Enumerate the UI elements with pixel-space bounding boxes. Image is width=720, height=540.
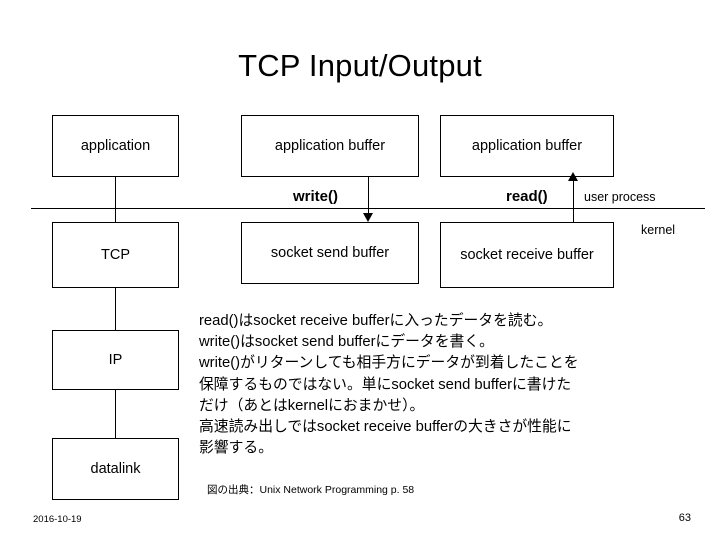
connector-tcp-ip xyxy=(115,288,116,330)
box-ip-label: IP xyxy=(108,351,123,368)
box-application-buffer-send-label: application buffer xyxy=(274,137,386,154)
read-call-label: read() xyxy=(504,188,550,206)
read-arrow-shaft xyxy=(573,180,574,222)
connector-ip-datalink xyxy=(115,390,116,438)
arrow-up-icon xyxy=(568,172,578,181)
page-title: TCP Input/Output xyxy=(238,48,482,83)
box-socket-receive-buffer: socket receive buffer xyxy=(440,222,614,288)
box-tcp: TCP xyxy=(52,222,179,288)
footer-page-number: 63 xyxy=(678,512,691,524)
box-ip: IP xyxy=(52,330,179,390)
box-application-label: application xyxy=(80,137,151,154)
user-process-label: user process xyxy=(584,190,656,204)
footer-date: 2016-10-19 xyxy=(33,514,82,525)
write-call-label: write() xyxy=(291,188,340,206)
box-datalink-label: datalink xyxy=(90,460,141,477)
box-datalink: datalink xyxy=(52,438,179,500)
connector-application-tcp xyxy=(115,177,116,222)
arrow-down-icon xyxy=(363,213,373,222)
box-application-buffer-receive: application buffer xyxy=(440,115,614,177)
box-application: application xyxy=(52,115,179,177)
box-tcp-label: TCP xyxy=(101,246,130,263)
write-arrow-shaft xyxy=(368,177,369,215)
box-socket-send-buffer: socket send buffer xyxy=(241,222,419,284)
kernel-label: kernel xyxy=(641,223,676,237)
box-application-buffer-send: application buffer xyxy=(241,115,419,177)
box-socket-send-buffer-label: socket send buffer xyxy=(270,244,390,261)
box-socket-receive-buffer-label: socket receive buffer xyxy=(460,246,594,263)
explanatory-notes: read()はsocket receive bufferに入ったデータを読む。 … xyxy=(199,313,579,457)
box-application-buffer-receive-label: application buffer xyxy=(471,137,583,154)
source-citation: 図の出典：Unix Network Programming p. 58 xyxy=(207,484,415,496)
